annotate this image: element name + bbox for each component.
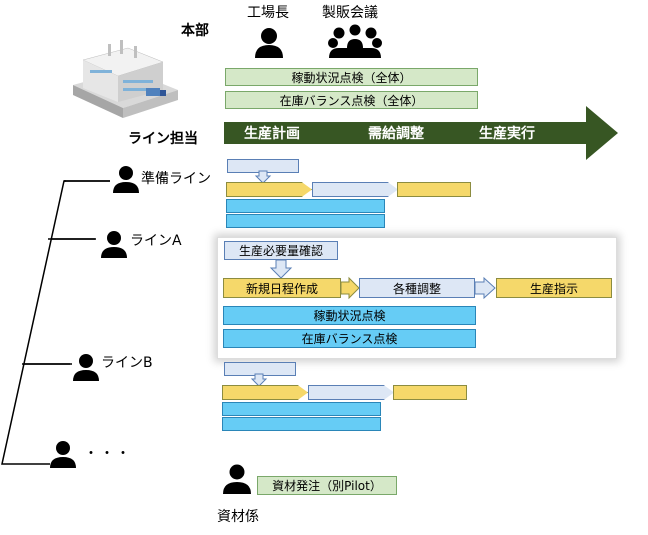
factory-manager-label: 工場長 xyxy=(247,5,289,21)
honbu-label: 本部 xyxy=(181,23,209,39)
requirement-check-box: 生産必要量確認 xyxy=(224,241,338,260)
sales-meeting-label: 製販会議 xyxy=(322,5,378,21)
operation-check-all-box: 稼動状況点検（全体） xyxy=(225,68,478,86)
person-icon xyxy=(113,166,139,193)
down-arrow-icon xyxy=(254,170,272,184)
prep-schedule-box xyxy=(226,182,312,197)
ellipsis-label: ・・・ xyxy=(84,446,132,462)
group-meeting-icon xyxy=(328,24,382,58)
inventory-check-box: 在庫バランス点検 xyxy=(223,329,476,348)
person-icon xyxy=(50,441,76,468)
prep-operation-box xyxy=(226,199,385,213)
org-tree-branches xyxy=(24,180,110,365)
person-icon xyxy=(255,28,283,58)
prep-adjust-box xyxy=(312,182,398,197)
down-arrow-icon xyxy=(250,373,268,387)
person-icon xyxy=(73,354,99,381)
prep-line-label: 準備ライン xyxy=(141,171,211,187)
line-b-label: ラインB xyxy=(101,355,153,371)
production-order-box: 生産指示 xyxy=(496,278,612,298)
down-arrow-icon xyxy=(269,259,293,279)
flow-step-execute: 生産実行 xyxy=(479,126,535,142)
lineb-operation-box xyxy=(222,402,381,416)
lineb-adjust-box xyxy=(308,385,394,400)
lineb-inventory-box xyxy=(222,417,381,431)
materials-staff-label: 資材係 xyxy=(217,509,259,525)
flow-arrow xyxy=(224,106,618,160)
new-schedule-box: 新規日程作成 xyxy=(223,278,341,298)
adjustments-box: 各種調整 xyxy=(359,278,475,298)
material-order-box: 資材発注（別Pilot） xyxy=(257,476,397,495)
person-icon xyxy=(101,231,127,258)
flow-step-adjust: 需給調整 xyxy=(368,126,424,142)
right-arrow-icon xyxy=(340,276,360,300)
factory-building-icon xyxy=(73,40,178,118)
right-arrow-icon xyxy=(474,276,496,300)
prep-order-box xyxy=(397,182,471,197)
prep-inventory-box xyxy=(226,214,385,228)
flow-step-plan: 生産計画 xyxy=(244,126,300,142)
line-a-label: ラインA xyxy=(130,233,182,249)
person-icon xyxy=(223,464,251,494)
inventory-check-all-box: 在庫バランス点検（全体） xyxy=(225,91,478,109)
operation-check-box: 稼動状況点検 xyxy=(223,306,476,325)
lineb-order-box xyxy=(393,385,467,400)
lineb-schedule-box xyxy=(222,385,308,400)
line-team-label: ライン担当 xyxy=(128,131,198,147)
